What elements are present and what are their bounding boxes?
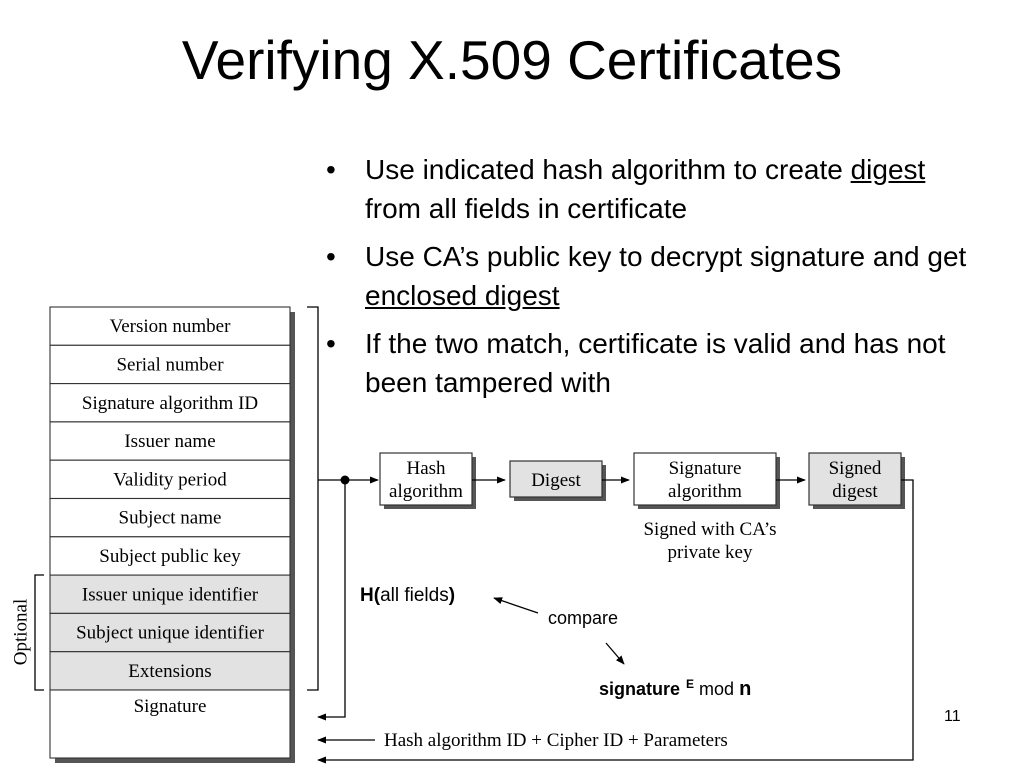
- bullet-item: • If the two match, certificate is valid …: [320, 324, 980, 402]
- signed-digest-line1: Signed: [829, 458, 882, 479]
- certificate-field-cell: [49, 497, 291, 538]
- signature-power-label: signature E mod n: [599, 677, 751, 700]
- certificate-field-label: Issuer name: [124, 431, 215, 452]
- sigalg-box-line1: Signature: [669, 458, 742, 479]
- hash-box-line1: Hash: [406, 458, 446, 479]
- bullet-item: • Use CA’s public key to decrypt signatur…: [320, 237, 980, 315]
- compare-label: compare: [548, 608, 618, 628]
- hash-of-fields-label: H(all fields): [360, 585, 455, 606]
- compare-arrow-down: [605, 642, 625, 665]
- certificate-field-label: Serial number: [116, 354, 224, 375]
- certificate-field-cell: [49, 306, 291, 346]
- bullet-text: Use CA’s public key to decrypt signature…: [365, 241, 967, 272]
- signed-with-note-line2: private key: [668, 542, 753, 563]
- bullet-text: from all fields in certificate: [365, 193, 688, 224]
- certificate-field-label: Validity period: [113, 469, 227, 490]
- bullet-text: Use indicated hash algorithm to create: [365, 154, 851, 185]
- certificate-field-label: Issuer unique identifier: [82, 584, 259, 605]
- optional-label: Optional: [10, 599, 31, 666]
- certificate-field-label: Subject name: [119, 508, 222, 529]
- signed-digest-box: Signed digest: [808, 452, 905, 509]
- h-prefix: H(: [360, 585, 381, 606]
- hash-box-line2: algorithm: [389, 481, 463, 502]
- certificate-field-cell: [49, 651, 291, 691]
- signed-digest-line2: digest: [832, 481, 878, 502]
- certificate-field-cell: [49, 421, 291, 461]
- certificate-field-label: Version number: [110, 316, 232, 337]
- signature-field-label: Signature: [134, 696, 207, 717]
- bullet-list: •Use indicated hash algorithm to create …: [320, 150, 980, 411]
- bullet-dot: •: [326, 154, 336, 185]
- signed-with-note-line1: Signed with CA’s: [643, 519, 776, 540]
- bullet-text: If the two match, certificate is valid a…: [365, 328, 946, 398]
- all-fields-bracket: [307, 306, 319, 691]
- junction-to-signature-line: [317, 480, 346, 721]
- certificate-field-cell: [49, 459, 291, 500]
- algorithm-id-label: Hash algorithm ID + Cipher ID + Paramete…: [384, 730, 728, 751]
- digest-box: Digest: [509, 460, 606, 501]
- h-suffix: ): [449, 585, 455, 606]
- certificate-field-label: Subject unique identifier: [76, 623, 265, 644]
- h-arg: all fields: [380, 585, 449, 606]
- compare-arrow-up: [493, 597, 539, 614]
- n-word: n: [739, 678, 751, 700]
- sig-word: signature: [599, 679, 680, 699]
- signed-digest-return-line: [317, 479, 914, 764]
- certificate-field-label: Subject public key: [99, 546, 241, 567]
- certificate-field-label: Signature algorithm ID: [82, 393, 258, 414]
- certificate-field-cell: [49, 536, 291, 576]
- certificate-field-cell: [49, 612, 291, 653]
- sig-exp: E: [686, 677, 694, 691]
- bullet-item: •Use indicated hash algorithm to create …: [320, 150, 980, 228]
- signature-field-cell: [49, 689, 291, 759]
- optional-bracket: [34, 574, 44, 691]
- bullet-emphasis: digest: [850, 154, 926, 185]
- signature-algorithm-box: Signature algorithm: [633, 452, 780, 509]
- page-number: 11: [944, 708, 961, 725]
- sigalg-box-line2: algorithm: [668, 481, 742, 502]
- certificate-field-label: Extensions: [128, 661, 211, 682]
- bullet-emphasis: enclosed digest: [365, 280, 560, 311]
- digest-box-label: Digest: [531, 470, 581, 491]
- bullet-dot: •: [326, 328, 336, 359]
- mod-word: mod: [694, 679, 739, 699]
- bullet-dot: •: [326, 241, 336, 272]
- slide-title: Verifying X.509 Certificates: [181, 29, 843, 91]
- hash-algorithm-box: Hash algorithm: [379, 452, 476, 509]
- certificate-field-cell: [49, 574, 291, 614]
